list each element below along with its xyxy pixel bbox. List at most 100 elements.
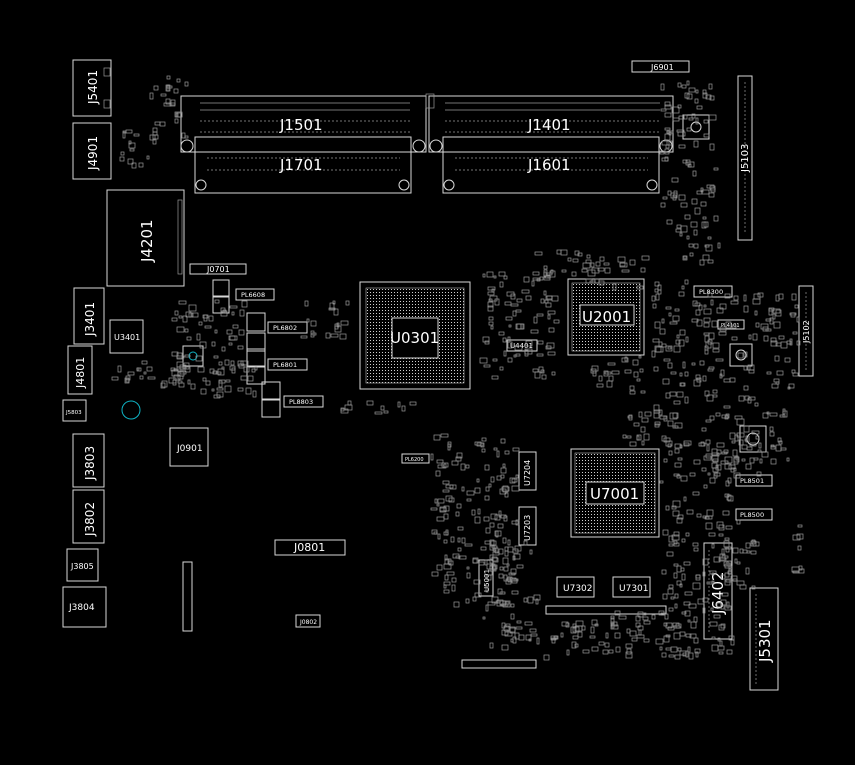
bga-pin [603,532,604,533]
bga-pin [594,299,595,300]
smd-component [471,509,476,516]
bga-pin [394,370,395,371]
smd-component [721,592,729,597]
smd-component [663,458,668,463]
smd-component [786,340,792,345]
smd-component [718,524,725,531]
bga-pin [648,508,649,509]
bga-pin [645,487,646,488]
smd-component [736,418,745,426]
bga-pin [591,466,592,467]
bga-pin [460,358,461,359]
bga-pin [442,316,443,317]
bga-pin [654,520,655,521]
bga-pin [576,478,577,479]
bga-pin [639,514,640,515]
bga-pin [582,338,583,339]
smd-component [174,111,183,118]
smd-component [696,377,702,383]
smd-component [721,451,728,455]
bga-pin [430,301,431,302]
smd-component [685,633,692,638]
bga-pin [654,496,655,497]
bga-pin [385,367,386,368]
bga-pin [648,484,649,485]
smd-component [488,298,493,303]
bga-pin [585,529,586,530]
smd-component [575,620,584,627]
bga-pin [454,304,455,305]
bga-pin [600,296,601,297]
smd-component [496,475,502,481]
smd-component [733,295,739,301]
smd-component [451,584,456,592]
bga-pin [397,379,398,380]
bga-pin [391,289,392,290]
inductor-pl6608: PL6608 [235,288,275,301]
bga-pin [445,325,446,326]
bga-pin [645,481,646,482]
smd-component [508,324,512,328]
bga-pin [594,505,595,506]
bga-pin [424,298,425,299]
smd-component [154,121,161,126]
bga-pin [370,367,371,368]
bga-pin [615,326,616,327]
bga-pin [379,376,380,377]
smd-component [591,619,598,626]
bga-pin [406,364,407,365]
bga-pin [606,460,607,461]
bga-pin [642,523,643,524]
smd-component [770,337,777,343]
smd-component [485,527,491,534]
bga-pin [427,304,428,305]
smd-component [182,315,188,323]
smd-component [681,611,687,615]
bga-pin [579,332,580,333]
smd-component [499,281,504,288]
bga-pin [448,328,449,329]
bga-pin [651,469,652,470]
smd-component [492,557,499,563]
bga-pin [573,284,574,285]
bga-pin [373,352,374,353]
bga-pin [433,307,434,308]
smd-component [691,198,698,205]
smd-component [604,371,612,375]
bga-pin [636,320,637,321]
smd-component [715,412,721,417]
bga-pin [582,293,583,294]
bga-pin [618,296,619,297]
bga-pin [370,301,371,302]
smd-component [597,267,605,272]
smd-component [143,371,147,375]
bga-pin [448,292,449,293]
smd-component [788,383,795,389]
bga-pin [603,526,604,527]
smd-component [732,547,739,554]
bga-pin [645,523,646,524]
bga-pin [585,454,586,455]
bga-pin [370,352,371,353]
bga-pin [376,331,377,332]
bga-pin [603,475,604,476]
smd-component [498,331,505,336]
bga-pin [442,379,443,380]
smd-component [306,318,310,323]
smd-component [695,309,701,316]
bga-pin [436,310,437,311]
bga-pin [379,292,380,293]
smd-component [621,357,629,363]
smd-component [487,301,494,308]
bga-pin [433,310,434,311]
smd-component [202,377,207,382]
smd-component [709,415,715,421]
bga-pin [591,529,592,530]
bga-pin [624,469,625,470]
bga-pin [642,454,643,455]
smd-component [491,563,496,571]
bga-pin [651,523,652,524]
bga-pin [627,332,628,333]
smd-component [535,598,539,605]
smd-component [709,621,718,627]
